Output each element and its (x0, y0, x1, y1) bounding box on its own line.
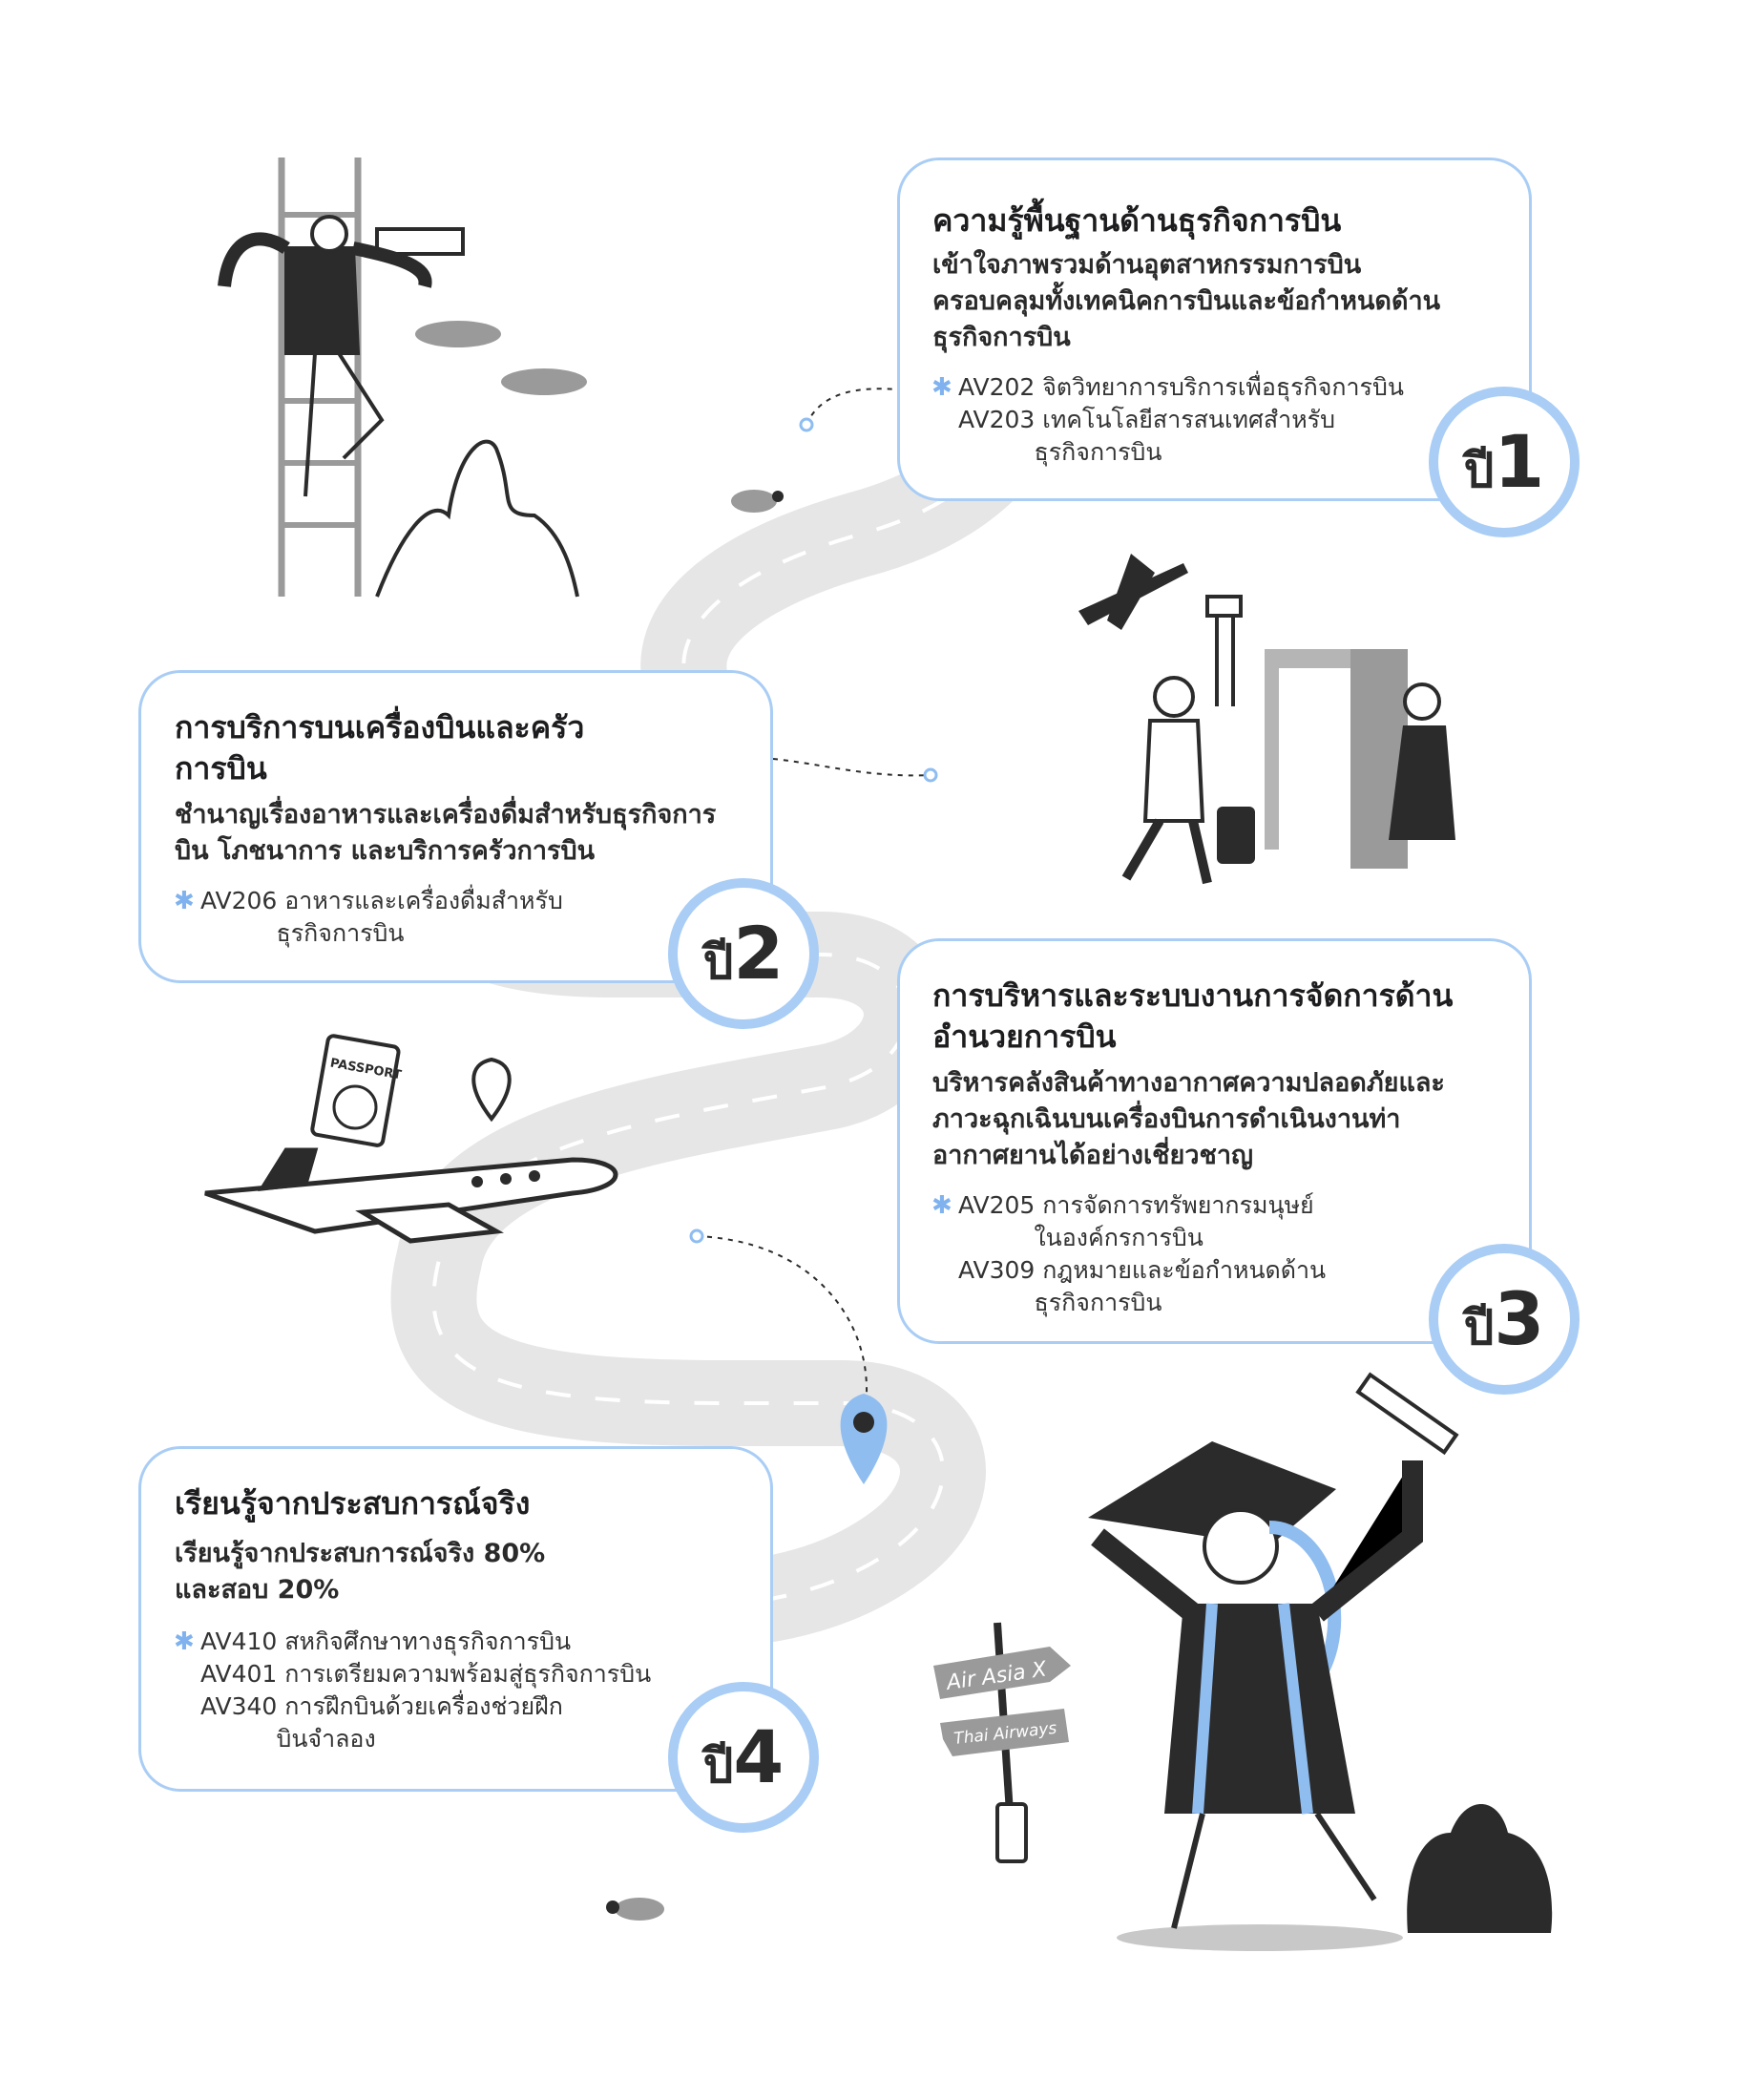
connector-dots (689, 417, 938, 1244)
year-2-badge-prefix: ปี (702, 934, 734, 990)
course-item: AV206 อาหารและเครื่องดื่มสำหรับ ธุรกิจกา… (200, 887, 563, 947)
jet-airplane-icon (204, 1147, 618, 1244)
clouds-icon (415, 321, 587, 395)
map-pin-icon (471, 1057, 512, 1123)
star-bullet-icon: ✱ (174, 887, 195, 915)
star-bullet-icon: ✱ (931, 373, 952, 402)
year-2-title: การบริการบนเครื่องบินและครัวการบิน (175, 709, 585, 787)
year-3-card: การบริหารและระบบงานการจัดการด้านอำนวยการ… (897, 938, 1532, 1344)
year-4-description: เรียนรู้จากประสบการณ์จริง 80% และสอบ 20% (175, 1539, 546, 1605)
year-4-badge-prefix: ปี (702, 1738, 734, 1794)
course-item: AV340 การฝึกบินด้วยเครื่องช่วยฝึก บินจำล… (200, 1692, 563, 1753)
course-item: AV410 สหกิจศึกษาทางธุรกิจการบิน (200, 1628, 572, 1655)
year-3-badge-prefix: ปี (1463, 1300, 1495, 1355)
mountain-icon (375, 439, 579, 598)
year-1-title: ความรู้พื้นฐานด้านธุรกิจการบิน (932, 202, 1342, 239)
turtle-icon-bottom (606, 1898, 664, 1921)
year-1-courses: ✱ AV202 จิตวิทยาการบริการเพื่อธุรกิจการบ… (931, 371, 1500, 469)
course-item: AV202 จิตวิทยาการบริการเพื่อธุรกิจการบิน (958, 373, 1404, 401)
year-1-badge-number: 1 (1494, 419, 1545, 504)
year-3-description: บริหารคลังสินค้าทางอากาศความปลอดภัยและภา… (932, 1068, 1445, 1170)
year-3-badge: ปี3 (1429, 1244, 1580, 1395)
year-1-badge-prefix: ปี (1463, 443, 1495, 498)
year-2-badge: ปี2 (668, 878, 819, 1029)
location-marker-icon (840, 1394, 888, 1484)
passport-icon: PASSPORT (310, 1034, 403, 1147)
year-4-courses: ✱ AV410 สหกิจศึกษาทางธุรกิจการบิน AV401 … (174, 1626, 742, 1755)
connector-lines (696, 388, 931, 1395)
ladder-man-illustration (218, 158, 465, 597)
year-4-badge: ปี4 (668, 1682, 819, 1833)
turtle-icon (731, 490, 784, 513)
year-3-title: การบริหารและระบบงานการจัดการด้านอำนวยการ… (932, 977, 1454, 1055)
airplane-icon (1078, 554, 1188, 630)
star-bullet-icon: ✱ (931, 1191, 952, 1220)
course-item: AV401 การเตรียมความพร้อมสู่ธุรกิจการบิน (200, 1660, 652, 1688)
year-4-badge-number: 4 (733, 1714, 785, 1799)
signpost-icon: Air Asia X Thai Airways (933, 1622, 1071, 1863)
course-item: AV309 กฎหมายและข้อกำหนดด้าน ธุรกิจการบิน (958, 1256, 1327, 1316)
year-4-card: เรียนรู้จากประสบการณ์จริง เรียนรู้จากประ… (138, 1446, 773, 1792)
course-item: AV205 การจัดการทรัพยากรมนุษย์ ในองค์กรกา… (958, 1191, 1314, 1251)
course-item: AV203 เทคโนโลยีสารสนเทศสำหรับ ธุรกิจการบ… (958, 406, 1335, 466)
diploma-icon (1355, 1372, 1459, 1456)
year-1-card: ความรู้พื้นฐานด้านธุรกิจการบิน เข้าใจภาพ… (897, 158, 1532, 501)
year-1-description: เข้าใจภาพรวมด้านอุตสาหกรรมการบิน ครอบคลุ… (932, 250, 1441, 352)
year-1-badge: ปี1 (1429, 387, 1580, 537)
year-2-badge-number: 2 (733, 911, 785, 996)
year-3-courses: ✱ AV205 การจัดการทรัพยากรมนุษย์ ในองค์กร… (931, 1189, 1500, 1319)
bush-icon (1407, 1804, 1553, 1933)
year-3-badge-number: 3 (1494, 1276, 1545, 1361)
year-4-title: เรียนรู้จากประสบการณ์จริง (175, 1485, 531, 1522)
airport-travelers-illustration (1121, 649, 1455, 885)
graduate-illustration (1088, 1441, 1423, 1951)
control-tower-icon (1205, 595, 1243, 706)
year-2-courses: ✱ AV206 อาหารและเครื่องดื่มสำหรับ ธุรกิจ… (174, 885, 742, 950)
year-2-card: การบริการบนเครื่องบินและครัวการบิน ชำนาญ… (138, 670, 773, 983)
star-bullet-icon: ✱ (174, 1628, 195, 1656)
year-2-description: ชำนาญเรื่องอาหารและเครื่องดื่มสำหรับธุรก… (175, 800, 717, 866)
